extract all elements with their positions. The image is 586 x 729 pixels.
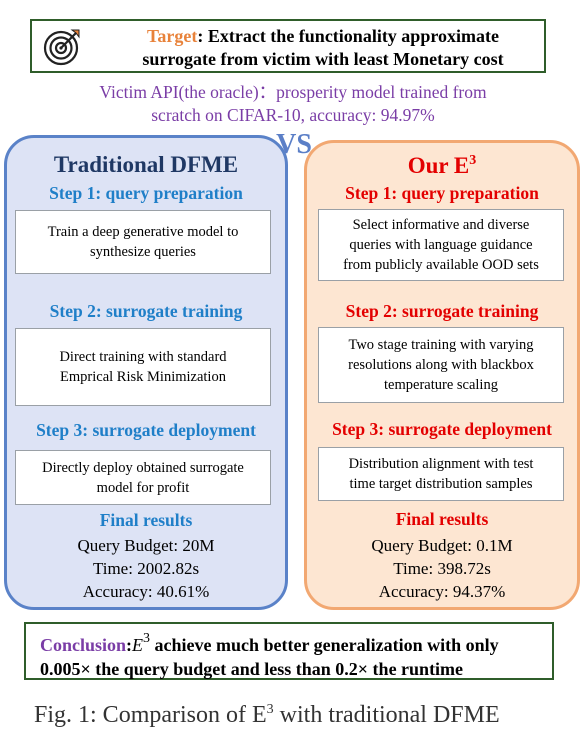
step-box-line: Distribution alignment with test: [348, 456, 534, 472]
caption-tail: with traditional DFME: [273, 702, 500, 728]
step-label: Step 1: query preparation: [345, 183, 539, 203]
conclusion-statement: Conclusion:E3 achieve much better genera…: [40, 627, 545, 681]
conclusion-box: Conclusion:E3 achieve much better genera…: [24, 622, 554, 680]
result-time: Time: 398.72s: [393, 559, 491, 578]
step-box-line: resolutions along with blackbox: [348, 357, 534, 373]
conclusion-colon: :: [126, 635, 133, 655]
conclusion-line2: 0.005× the query budget and less than 0.…: [40, 659, 464, 679]
our-e3-panel: Our E3 Step 1: query preparation Select …: [304, 140, 580, 610]
conclusion-e-letter: E: [132, 635, 144, 655]
step-box: Two stage training with varying resoluti…: [318, 327, 564, 403]
target-text-line2: surrogate from victim with least Monetar…: [142, 49, 504, 69]
conclusion-e-sup: 3: [143, 631, 151, 646]
result-query-budget: Query Budget: 20M: [77, 536, 215, 555]
step-box-line: model for profit: [96, 479, 190, 496]
panel-title-sup: 3: [469, 153, 477, 168]
step-box-line: from publicly available OOD sets: [343, 257, 539, 273]
step-label: Step 1: query preparation: [49, 183, 243, 203]
result-accuracy: Accuracy: 94.37%: [378, 582, 506, 601]
step-box-line: temperature scaling: [384, 377, 498, 393]
step-label: Step 3: surrogate deployment: [332, 419, 552, 439]
target-box: Target: Extract the functionality approx…: [30, 19, 546, 73]
step-box-line: Emprical Risk Minimization: [60, 369, 226, 385]
step-box: Train a deep generative model to synthes…: [15, 210, 271, 274]
victim-description: Victim API(the oracle)：prosperity model …: [40, 81, 546, 127]
result-time: Time: 2002.82s: [92, 559, 200, 578]
step-box-line: queries with language guidance: [349, 237, 533, 253]
target-statement: Target: Extract the functionality approx…: [108, 25, 538, 71]
caption-sup: 3: [266, 702, 274, 717]
caption-text: Fig. 1: Comparison of E: [34, 702, 267, 728]
step-box: Select informative and diverse queries w…: [318, 209, 564, 281]
conclusion-label: Conclusion: [40, 635, 127, 655]
step-box-line: Two stage training with varying: [348, 337, 534, 353]
step-box: Directly deploy obtained surrogate model…: [15, 450, 271, 505]
traditional-dfme-panel: Traditional DFME Step 1: query preparati…: [4, 135, 288, 610]
final-results-title: Final results: [99, 510, 193, 530]
panel-title: Traditional DFME: [53, 152, 239, 177]
step-label: Step 2: surrogate training: [49, 301, 243, 321]
step-label: Step 3: surrogate deployment: [36, 420, 256, 440]
result-accuracy: Accuracy: 40.61%: [82, 582, 210, 601]
step-box-line: time target distribution samples: [349, 476, 533, 492]
vs-label: VS: [276, 129, 312, 160]
target-label: Target: [147, 26, 198, 46]
victim-line1: Victim API(the oracle)：prosperity model …: [99, 82, 487, 102]
result-query-budget: Query Budget: 0.1M: [371, 536, 513, 555]
step-box-line: Select informative and diverse: [352, 217, 530, 233]
step-box-line: Directly deploy obtained surrogate: [42, 459, 244, 476]
target-text-line1: : Extract the functionality approximate: [197, 26, 499, 46]
step-box: Distribution alignment with test time ta…: [318, 447, 564, 501]
step-box-line: Direct training with standard: [59, 349, 227, 365]
victim-line2: scratch on CIFAR-10, accuracy: 94.97%: [151, 105, 435, 125]
step-label: Step 2: surrogate training: [345, 301, 539, 321]
step-box-line: Train a deep generative model to: [47, 224, 239, 240]
conclusion-line1: achieve much better generalization with …: [150, 635, 499, 655]
panel-title-prefix: Our E: [407, 153, 470, 178]
target-dart-icon: [43, 29, 80, 66]
final-results-title: Final results: [395, 509, 489, 529]
step-box-line: synthesize queries: [90, 244, 196, 260]
panel-title: Our E3: [307, 153, 577, 179]
step-box: Direct training with standard Emprical R…: [15, 328, 271, 406]
